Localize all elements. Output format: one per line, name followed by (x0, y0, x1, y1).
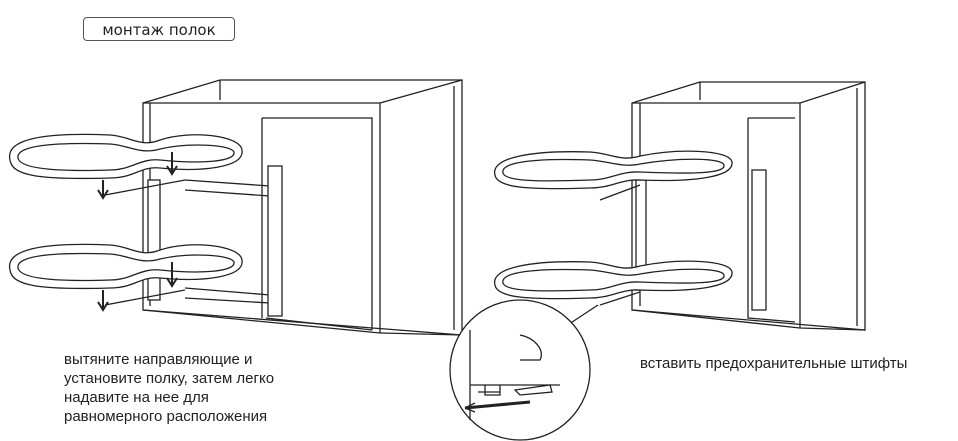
left-caption-line: установите полку, затем легко (64, 370, 275, 387)
detail-inset (449, 299, 591, 441)
right-caption: вставить предохранительные штифты (640, 355, 908, 372)
section-title: монтаж полок (83, 17, 235, 41)
left-caption-line: надавите на нее для (64, 389, 209, 406)
left-shelves (8, 133, 243, 306)
left-caption: вытяните направляющие и установите полку… (64, 350, 344, 426)
left-cabinet (142, 79, 463, 336)
right-cabinet (631, 81, 866, 331)
left-caption-line: равномерного расположения (64, 408, 268, 425)
push-down-arrows (97, 152, 178, 312)
left-caption-line: вытяните направляющие и (64, 351, 253, 368)
right-shelves (494, 150, 733, 331)
